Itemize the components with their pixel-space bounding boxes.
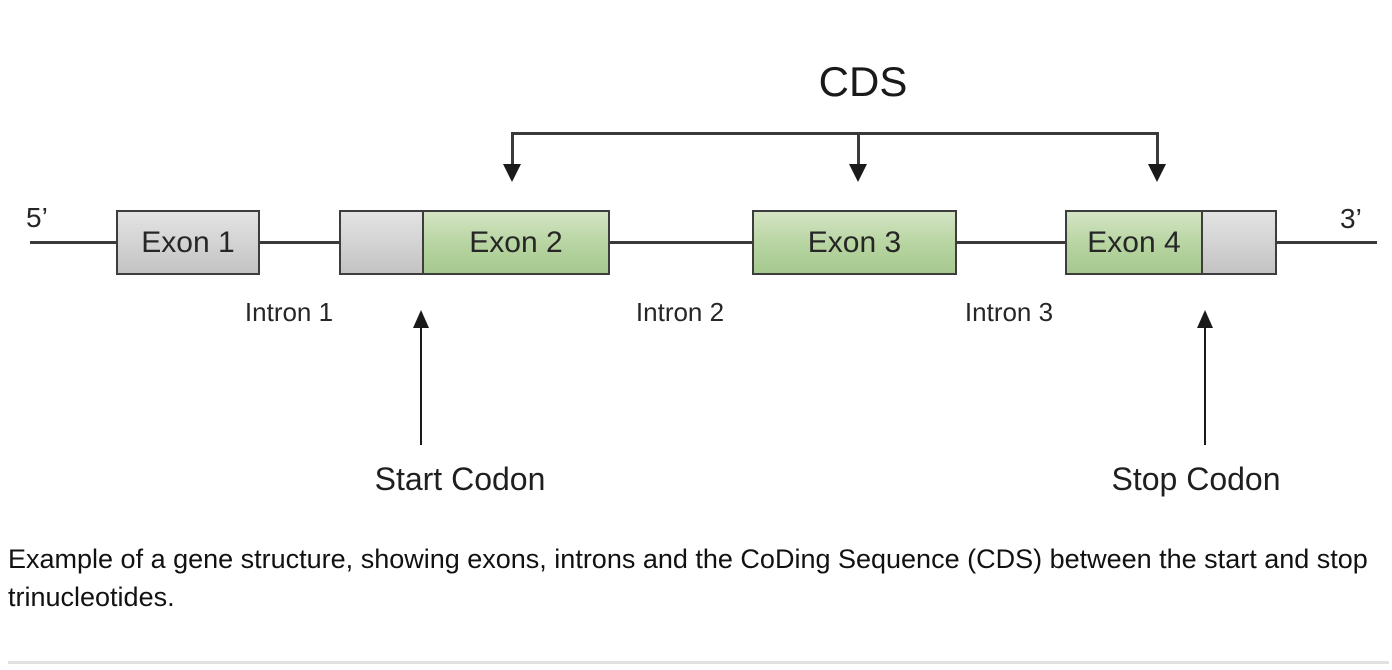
bottom-divider bbox=[8, 661, 1389, 664]
cds-bracket-line bbox=[511, 132, 1159, 135]
exon3-label: Exon 3 bbox=[807, 225, 902, 259]
cds-label: CDS bbox=[818, 58, 908, 105]
exon2-utr-segment bbox=[341, 212, 422, 273]
stop-codon-arrow-icon bbox=[1197, 310, 1213, 328]
cds-bracket-left-stub bbox=[511, 132, 514, 166]
cds-bracket-right-stub bbox=[1156, 132, 1159, 166]
stop-codon-label: Stop Codon bbox=[1111, 461, 1281, 497]
exon3-box: Exon 3 bbox=[752, 210, 957, 275]
exon4-coding-segment: Exon 4 bbox=[1067, 212, 1203, 273]
cds-arrow-to-exon4-icon bbox=[1148, 164, 1166, 182]
start-codon-arrow-line bbox=[420, 327, 422, 445]
exon4-box: Exon 4 bbox=[1065, 210, 1277, 275]
exon2-box: Exon 2 bbox=[339, 210, 610, 275]
exon2-coding-segment: Exon 2 bbox=[422, 212, 608, 273]
exon1-box: Exon 1 bbox=[116, 210, 260, 275]
exon1-label: Exon 1 bbox=[141, 225, 235, 259]
start-codon-arrow-icon bbox=[413, 310, 429, 328]
cds-bracket-middle-stub bbox=[857, 135, 860, 166]
exon2-label: Exon 2 bbox=[469, 225, 563, 259]
figure-caption: Example of a gene structure, showing exo… bbox=[8, 544, 1368, 612]
gene-backbone-line bbox=[30, 241, 1377, 244]
cds-arrow-to-exon3-icon bbox=[849, 164, 867, 182]
intron2-label: Intron 2 bbox=[635, 297, 725, 327]
intron3-label: Intron 3 bbox=[964, 297, 1054, 327]
exon4-utr-segment bbox=[1203, 212, 1275, 273]
exon4-label: Exon 4 bbox=[1087, 225, 1181, 259]
three-prime-label: 3’ bbox=[1340, 203, 1362, 234]
five-prime-label: 5’ bbox=[26, 202, 48, 233]
start-codon-label: Start Codon bbox=[374, 461, 546, 497]
cds-arrow-to-exon2-icon bbox=[503, 164, 521, 182]
intron1-label: Intron 1 bbox=[244, 297, 334, 327]
stop-codon-arrow-line bbox=[1204, 327, 1206, 445]
